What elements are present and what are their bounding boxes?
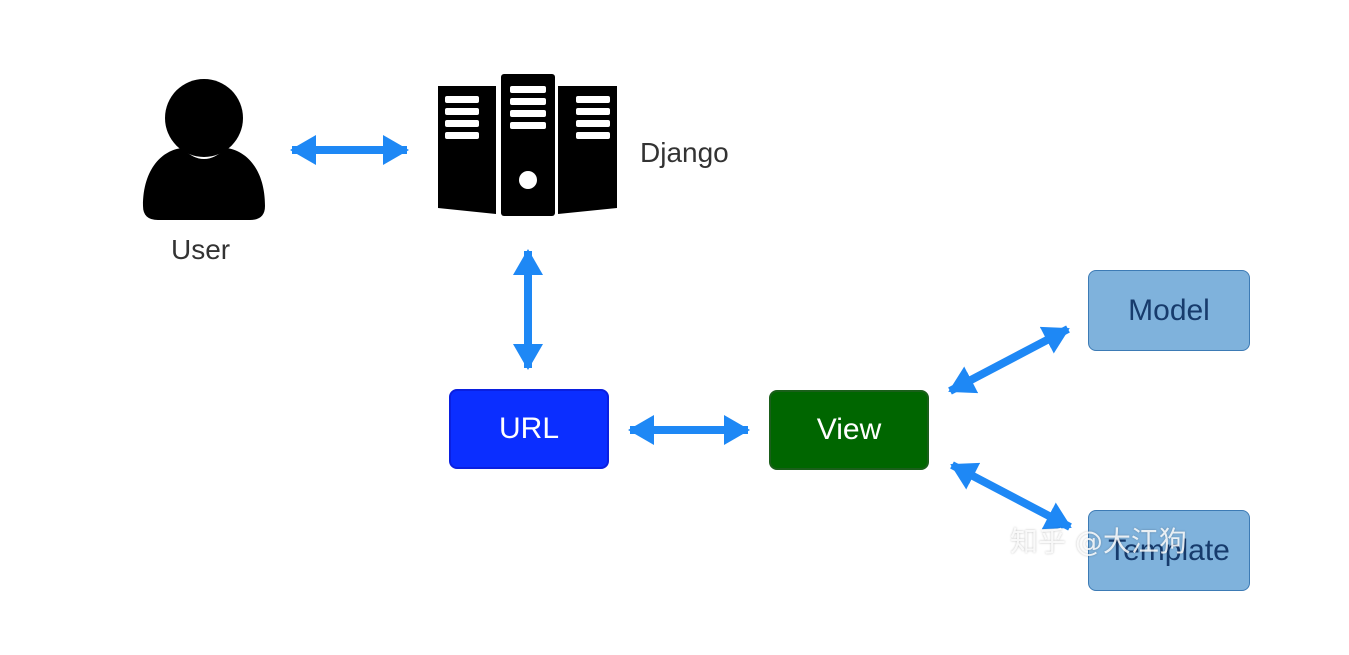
template-node: Template bbox=[1088, 510, 1250, 591]
user-icon bbox=[143, 79, 265, 220]
template-node-label: Template bbox=[1108, 533, 1230, 567]
watermark: 知乎 @大江狗 bbox=[1010, 525, 1187, 558]
view-node: View bbox=[769, 390, 929, 470]
arrow-view-model bbox=[948, 325, 1070, 395]
model-node-label: Model bbox=[1128, 293, 1210, 327]
url-node: URL bbox=[449, 389, 609, 469]
url-node-label: URL bbox=[498, 412, 559, 445]
django-label: Django bbox=[640, 137, 729, 168]
view-node-label: View bbox=[816, 413, 882, 446]
model-node: Model bbox=[1088, 270, 1250, 351]
arrow-view-template bbox=[950, 461, 1072, 531]
user-label: User bbox=[171, 234, 231, 265]
server-rack-icon bbox=[438, 74, 617, 216]
